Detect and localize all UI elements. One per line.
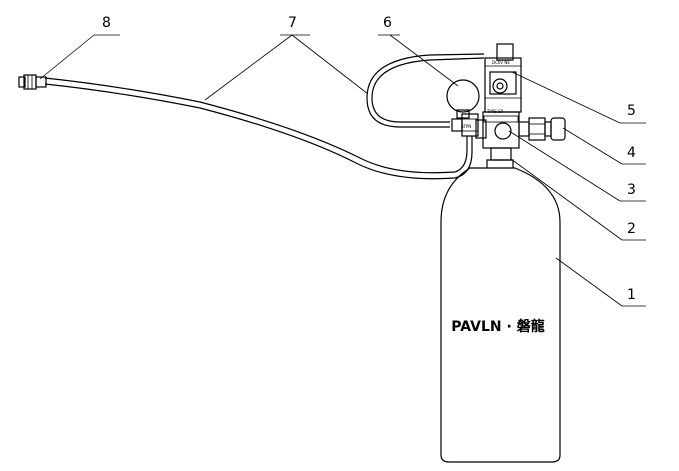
solenoid-unit: DC6V NE xyxy=(484,43,522,113)
callout-4: 4 xyxy=(627,145,636,161)
outlet-cap xyxy=(550,117,566,141)
callout-5: 5 xyxy=(627,103,636,119)
hose-lines xyxy=(44,53,485,180)
gas-cylinder: PAVLN · 磐龍 xyxy=(440,147,561,463)
outlet-nut xyxy=(528,117,546,141)
callout-3: 3 xyxy=(627,182,636,198)
callout-7: 7 xyxy=(288,15,297,31)
valve-port-circle xyxy=(494,122,512,140)
end-fitting xyxy=(18,74,47,90)
svg-text:ATPN: ATPN xyxy=(461,124,471,129)
solenoid-knob xyxy=(492,78,508,94)
callout-8: 8 xyxy=(102,15,111,31)
pressure-gauge xyxy=(446,79,480,119)
cylinder-brand-label: PAVLN · 磐龍 xyxy=(451,318,544,335)
leader-lines xyxy=(39,34,646,307)
callout-6: 6 xyxy=(383,15,392,31)
callout-2: 2 xyxy=(627,221,636,237)
callout-1: 1 xyxy=(627,287,636,303)
svg-text:DC6V NE: DC6V NE xyxy=(492,60,510,65)
